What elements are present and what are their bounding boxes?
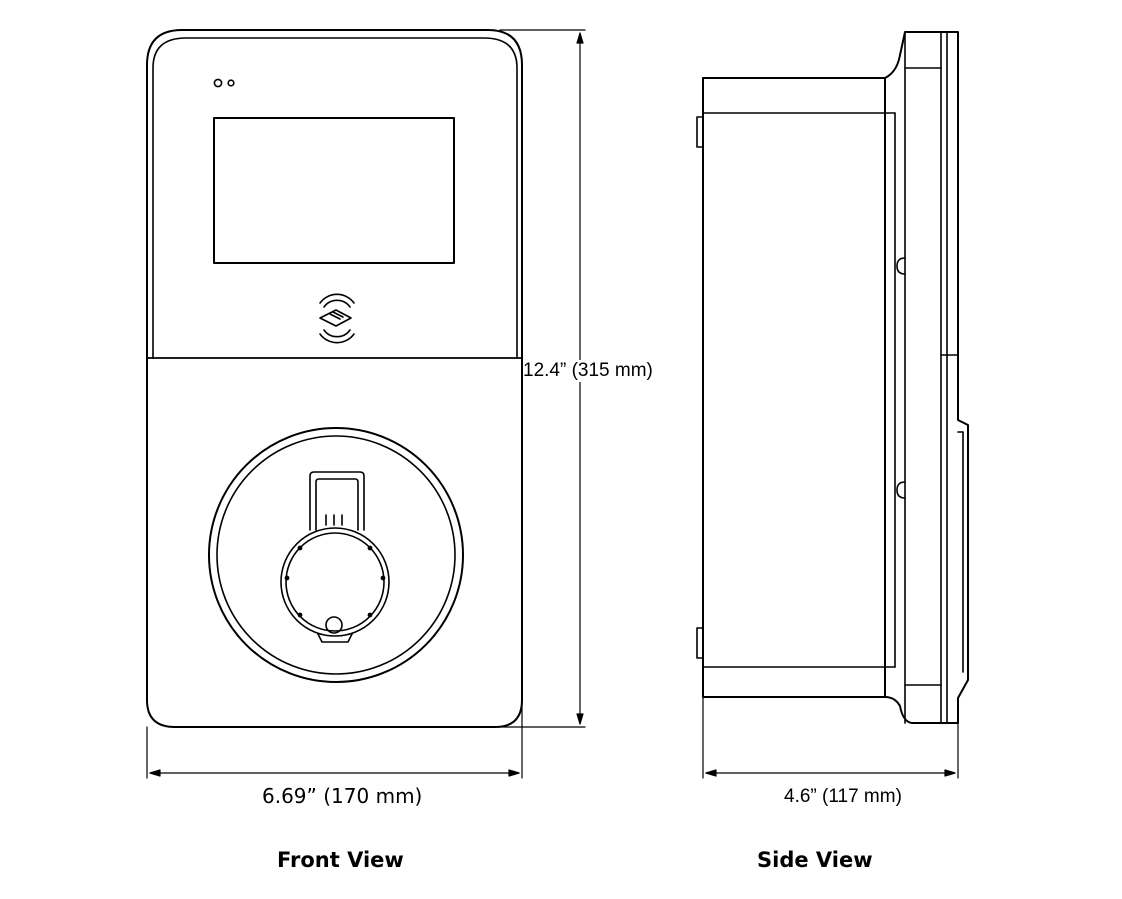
side-depth-label: 4.6” (117 mm): [784, 786, 902, 807]
side-clip-top: [696, 116, 704, 148]
status-led-2: [227, 79, 235, 87]
side-front-cover: [884, 31, 969, 724]
side-bump-upper: [896, 257, 906, 275]
front-outer-body: [146, 29, 523, 728]
display-screen: [213, 117, 455, 264]
charging-socket: [280, 471, 390, 643]
side-bump-lower: [896, 481, 906, 499]
socket-ring-inner: [216, 435, 456, 675]
side-clip-bottom: [696, 627, 704, 659]
side-depth-dimension: [702, 696, 959, 779]
side-view-title: Side View: [757, 848, 873, 872]
front-width-label: 6.69” (170 mm): [262, 784, 423, 808]
front-view: [146, 29, 523, 728]
side-view: [696, 31, 969, 724]
front-height-label: 12.4” (315 mm): [523, 360, 653, 382]
status-led-1: [213, 78, 223, 88]
socket-ring-outer: [208, 427, 464, 683]
side-main-body: [702, 77, 886, 698]
front-width-dimension: [146, 699, 523, 779]
front-upper-panel: [152, 37, 518, 359]
front-view-title: Front View: [277, 848, 404, 872]
rfid-card-icon: [319, 293, 355, 344]
